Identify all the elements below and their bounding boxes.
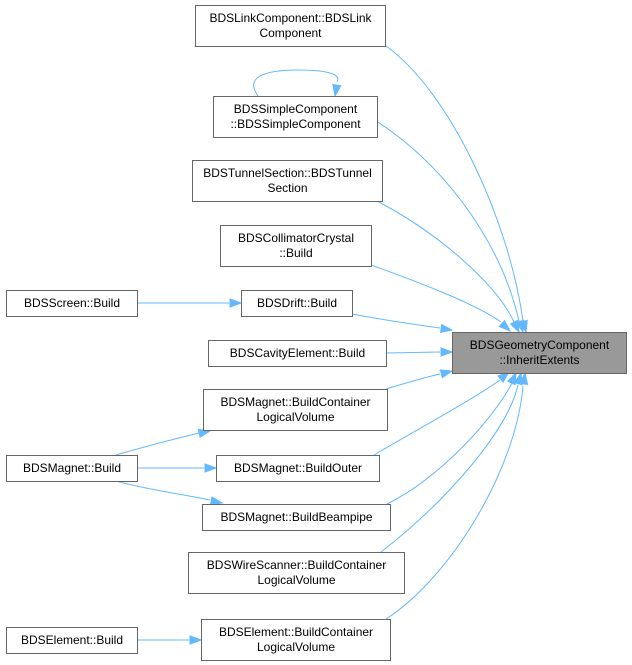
node-label: BDSMagnet::BuildOuter [234,461,362,475]
node-wire[interactable]: BDSWireScanner::BuildContainerLogicalVol… [188,552,405,594]
node-label: BDSMagnet::BuildContainer [220,395,370,409]
node-box [220,225,372,267]
edge-arrowhead [209,496,224,506]
edge-line [385,385,524,620]
edge-drift-to-target [351,313,454,334]
node-box [6,290,138,317]
edge-arrowhead [506,371,517,386]
edge-line [351,313,441,329]
node-box [6,455,138,482]
node-label: LogicalVolume [256,410,334,424]
edge-arrowhead [439,323,454,334]
node-label: BDSCollimatorCrystal [238,231,354,245]
edge-arrowhead [332,83,342,98]
node-label: BDSTunnelSection::BDSTunnel [203,166,372,180]
node-label: BDSScreen::Build [24,296,120,310]
edge-line [386,382,513,505]
node-simple[interactable]: BDSSimpleComponent::BDSSimpleComponent [213,96,378,138]
node-crystal[interactable]: BDSCollimatorCrystal::Build [220,225,372,267]
node-magbeam[interactable]: BDSMagnet::BuildBeampipe [202,504,391,531]
edge-line [385,351,441,354]
edge-arrowhead [440,347,454,357]
edge-link-to-target [385,45,528,334]
edge-tunnel-to-target [376,200,520,334]
node-box [203,389,388,431]
edge-line [253,69,339,97]
edge-cavity-to-target [385,347,454,357]
node-target[interactable]: BDSGeometryComponent::InheritExtents [452,332,627,374]
edge-magbuild-to-magbeam [115,480,224,506]
edge-screen-to-drift [137,298,243,308]
node-box [452,332,627,374]
node-box [201,619,391,661]
node-tunnel[interactable]: BDSTunnelSection::BDSTunnelSection [192,160,383,202]
edge-line [370,264,502,323]
edge-magcont-to-target [385,369,454,390]
node-label: BDSElement::Build [21,633,123,647]
node-screen[interactable]: BDSScreen::Build [6,290,138,317]
node-box [216,455,380,482]
edge-arrowhead [509,319,520,334]
node-elembuild[interactable]: BDSElement::Build [6,627,138,654]
node-magouter[interactable]: BDSMagnet::BuildOuter [216,455,380,482]
node-magbuild[interactable]: BDSMagnet::Build [6,455,138,482]
edge-line [115,480,211,501]
node-box [195,5,386,47]
node-label: BDSDrift::Build [257,296,337,310]
node-box [241,290,353,317]
node-label: ::BDSSimpleComponent [230,117,361,131]
edge-wire-to-target [380,371,523,553]
edge-magbeam-to-target [386,371,517,505]
node-box [202,504,391,531]
edge-elemcont-to-target [385,371,529,620]
node-label: BDSMagnet::BuildBeampipe [220,510,372,524]
edge-arrowhead [229,298,243,308]
node-box [6,627,138,654]
node-box [208,340,387,367]
edge-line [376,200,515,323]
node-label: Section [267,181,307,195]
edge-magbuild-to-magcont [115,428,212,456]
node-box [188,552,405,594]
edge-arrowhead [518,371,529,385]
graph-nodes: BDSGeometryComponent::InheritExtents BDSL… [6,5,627,661]
edge-elembuild-to-elemcont [137,635,203,645]
node-label: BDSMagnet::Build [23,461,121,475]
node-label: BDSCavityElement::Build [230,346,365,360]
node-label: BDSSimpleComponent [234,102,358,116]
edge-arrowhead [189,635,203,645]
node-drift[interactable]: BDSDrift::Build [241,290,353,317]
edge-line [385,45,524,322]
graph-edges [115,45,529,645]
edge-line [373,379,501,456]
node-label: BDSWireScanner::BuildContainer [207,558,386,572]
node-label: ::InheritExtents [499,353,579,367]
edge-magbuild-to-magouter [137,463,218,473]
edge-simple-to-simple [253,69,342,98]
edge-line [380,384,519,553]
node-box [213,96,378,138]
edge-arrowhead [439,369,454,379]
node-label: BDSLinkComponent::BDSLink [209,11,372,25]
edge-line [375,120,520,322]
edge-line [385,373,441,390]
edge-line [115,432,200,456]
node-box [192,160,383,202]
node-label: LogicalVolume [257,640,335,654]
node-label: BDSGeometryComponent [470,338,610,352]
edge-arrowhead [204,463,218,473]
node-label: LogicalVolume [257,573,335,587]
edge-crystal-to-target [370,264,512,332]
node-cavity[interactable]: BDSCavityElement::Build [208,340,387,367]
edge-arrowhead [498,319,512,332]
node-label: BDSElement::BuildContainer [219,625,373,639]
node-label: ::Build [279,246,312,260]
node-link[interactable]: BDSLinkComponent::BDSLinkComponent [195,5,386,47]
node-label: Component [259,26,322,40]
